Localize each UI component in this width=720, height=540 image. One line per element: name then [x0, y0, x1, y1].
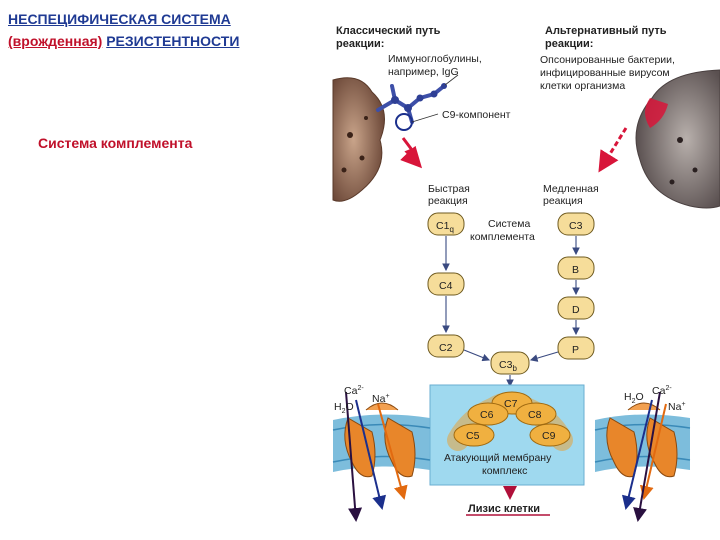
complement-diagram: Классический путь реакции: Альтернативны… — [332, 25, 720, 522]
fast-reaction-label: Быстрая реакция — [428, 183, 473, 207]
node-d: D — [557, 296, 595, 320]
alternative-heading: Альтернативный путь реакции: — [545, 25, 670, 50]
svg-text:С3: С3 — [569, 220, 583, 232]
svg-text:С3b: С3b — [499, 359, 517, 373]
mac-label: Атакующий мембрану комплекс — [444, 452, 554, 477]
dashed-arrow-right — [598, 127, 628, 173]
ion-h2o-right: H2O — [624, 391, 644, 405]
ion-ca-left: Ca2- — [344, 385, 364, 397]
mac-c6: С6 — [480, 409, 494, 421]
svg-text:P: P — [572, 344, 579, 356]
membrane-channel-left — [332, 402, 431, 478]
lightning-icon-left — [400, 137, 423, 169]
node-p: P — [557, 336, 595, 360]
title-line-1: НЕСПЕЦИФИЧЕСКАЯ СИСТЕМА — [8, 11, 231, 27]
membrane-attack-complex: С7 С6 С8 С5 С9 Атакующий мембрану компле… — [429, 384, 585, 486]
mac-c8: С8 — [528, 409, 542, 421]
mac-c5: С5 — [466, 430, 480, 442]
subtitle: Система комплемента — [38, 135, 193, 151]
slide-title: НЕСПЕЦИФИЧЕСКАЯ СИСТЕМА (врожденная) РЕЗ… — [8, 8, 239, 52]
c9-component-label: С9-компонент — [442, 109, 511, 121]
complement-system-label: Система комплемента — [470, 218, 535, 243]
node-c3: С3 — [557, 212, 595, 236]
classical-heading: Классический путь реакции: — [336, 25, 444, 50]
mac-c9: С9 — [542, 430, 556, 442]
ion-na-right: Na+ — [668, 401, 686, 413]
title-line-2: (врожденная) РЕЗИСТЕНТНОСТИ — [8, 30, 239, 52]
node-c4: С4 — [427, 272, 465, 296]
node-c3b: С3b — [490, 351, 530, 375]
host-cell-left — [332, 77, 385, 202]
node-c2: С2 — [427, 334, 465, 358]
svg-text:С1q: С1q — [436, 220, 454, 234]
slow-reaction-label: Медленная реакция — [543, 183, 602, 207]
lysis-label: Лизис клетки — [468, 503, 540, 515]
svg-text:С4: С4 — [439, 280, 453, 292]
title-innate: (врожденная) — [8, 33, 103, 49]
svg-text:С2: С2 — [439, 342, 453, 354]
opsonized-label: Опсонированные бактерии, инфицированные … — [540, 54, 678, 92]
node-c1q: С1q — [427, 212, 465, 236]
svg-text:B: B — [572, 264, 579, 276]
svg-text:D: D — [572, 304, 580, 316]
ion-ca-right: Ca2- — [652, 385, 672, 397]
ion-h2o-left: H2O — [334, 401, 354, 415]
immunoglobulins-label: Иммуноглобулины, например, IgG — [388, 53, 485, 78]
ion-na-left: Na+ — [372, 393, 390, 405]
node-b: B — [557, 256, 595, 280]
c9-ring-icon — [395, 113, 413, 131]
mac-c7: С7 — [504, 398, 518, 410]
title-resistance: РЕЗИСТЕНТНОСТИ — [106, 33, 240, 49]
